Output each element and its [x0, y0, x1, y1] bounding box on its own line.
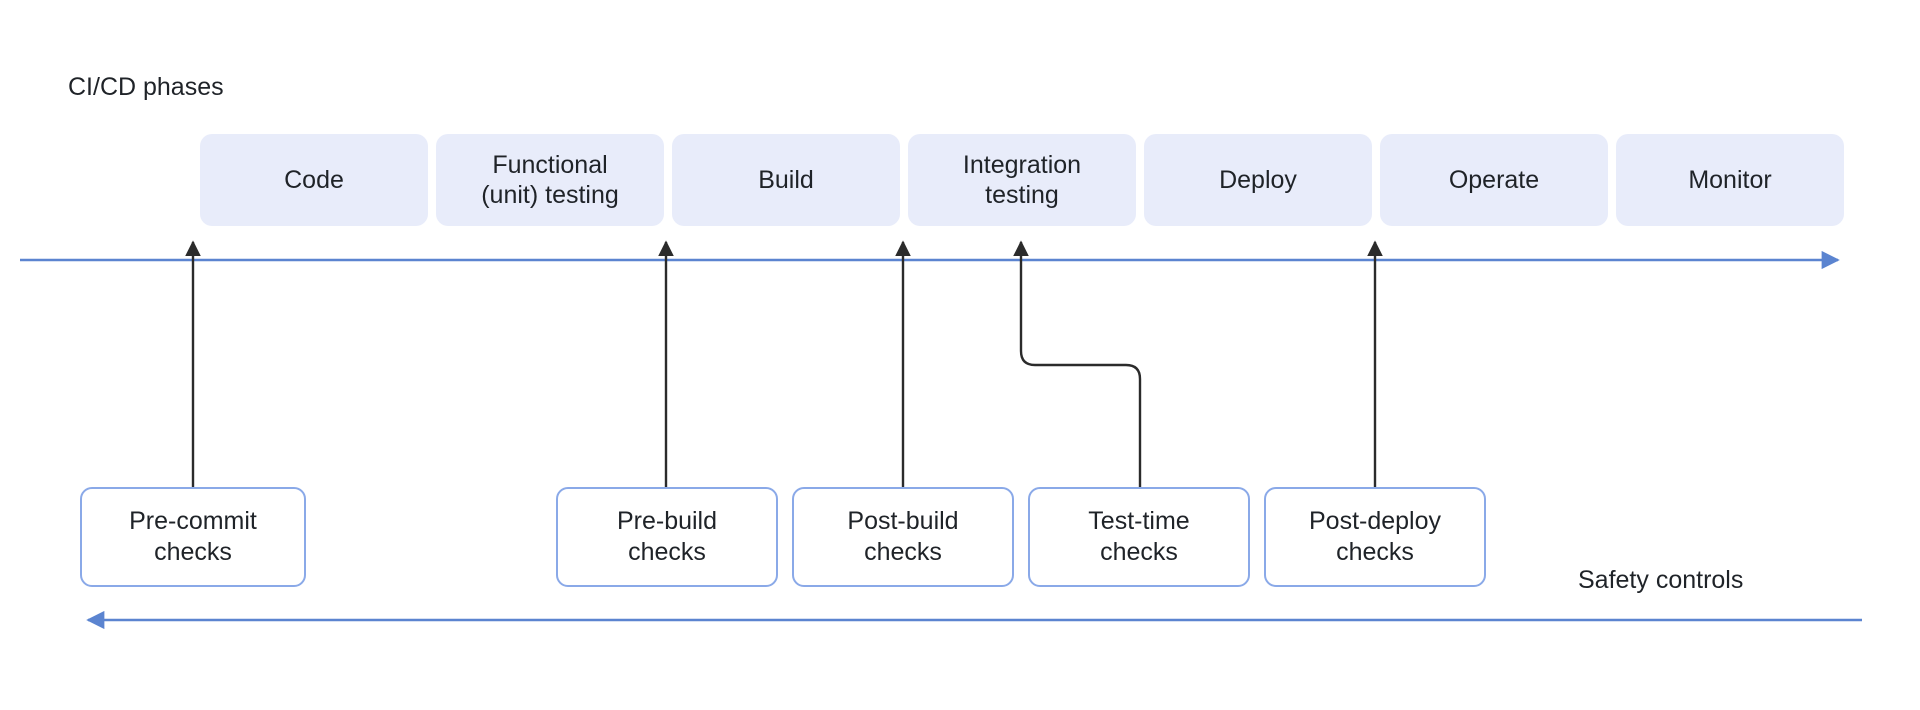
phase-label-build: Build	[758, 165, 814, 194]
phase-box-deploy[interactable]: Deploy	[1144, 134, 1372, 226]
phase-label-deploy: Deploy	[1219, 165, 1297, 194]
safety-controls-title: Safety controls	[1578, 566, 1744, 594]
phase-box-functional-unit-testing[interactable]: Functional (unit) testing	[436, 134, 664, 226]
phase-box-operate[interactable]: Operate	[1380, 134, 1608, 226]
phase-label-monitor: Monitor	[1688, 165, 1772, 194]
connector-test-time-to-integration-testing	[1013, 240, 1142, 487]
phase-label-functional-unit-testing: Functional (unit) testing	[481, 150, 619, 210]
phase-box-build[interactable]: Build	[672, 134, 900, 226]
phase-box-code[interactable]: Code	[200, 134, 428, 226]
phase-label-code: Code	[284, 165, 344, 194]
control-box-post-deploy-checks[interactable]: Post-deploy checks	[1264, 487, 1486, 587]
control-label-post-deploy-checks: Post-deploy checks	[1308, 507, 1442, 566]
phase-box-integration-testing[interactable]: Integration testing	[908, 134, 1136, 226]
control-label-post-build-checks: Post-build checks	[847, 507, 959, 566]
control-label-pre-commit-checks: Pre-commit checks	[129, 507, 257, 566]
control-box-pre-build-checks[interactable]: Pre-build checks	[556, 487, 778, 587]
phase-box-monitor[interactable]: Monitor	[1616, 134, 1844, 226]
control-label-pre-build-checks: Pre-build checks	[616, 507, 718, 566]
control-box-pre-commit-checks[interactable]: Pre-commit checks	[80, 487, 306, 587]
control-box-post-build-checks[interactable]: Post-build checks	[792, 487, 1014, 587]
phase-label-integration-testing: Integration testing	[962, 150, 1082, 210]
cicd-phases-title: CI/CD phases	[68, 73, 224, 101]
control-box-test-time-checks[interactable]: Test-time checks	[1028, 487, 1250, 587]
phase-label-operate: Operate	[1448, 165, 1540, 194]
control-label-test-time-checks: Test-time checks	[1088, 507, 1190, 566]
